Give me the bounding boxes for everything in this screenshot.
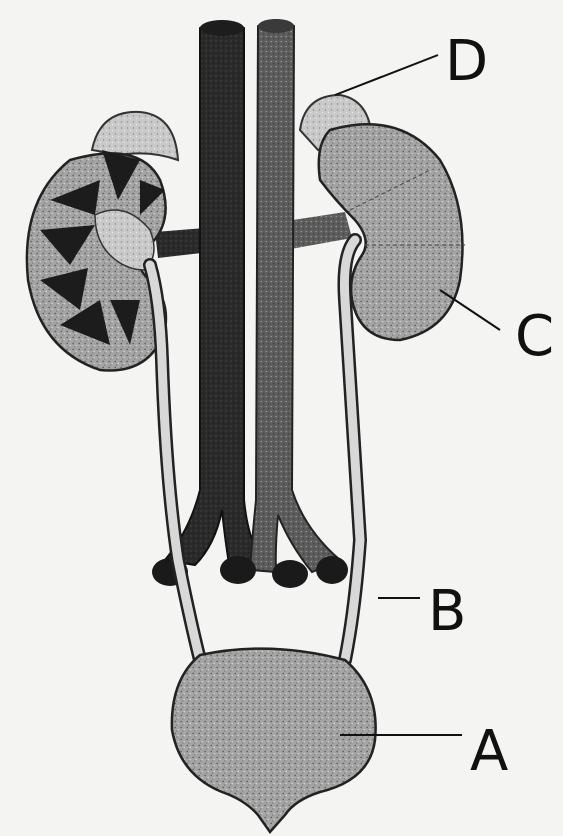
diagram-labels: A B C D <box>428 29 554 784</box>
dark-vessel <box>165 22 262 570</box>
label-d: D <box>445 29 488 94</box>
ureters <box>150 240 360 660</box>
light-vessel-top <box>258 19 294 33</box>
dark-vessel-top <box>200 20 244 36</box>
label-a: A <box>470 719 508 784</box>
iliac-lobe-3 <box>272 560 308 588</box>
urinary-bladder <box>172 649 376 832</box>
label-b: B <box>428 579 466 644</box>
iliac-lobe-4 <box>316 556 348 584</box>
label-c: C <box>515 304 554 369</box>
leader-line-d <box>335 55 438 95</box>
bladder-body <box>172 649 376 832</box>
iliac-lobe-2 <box>220 556 256 584</box>
